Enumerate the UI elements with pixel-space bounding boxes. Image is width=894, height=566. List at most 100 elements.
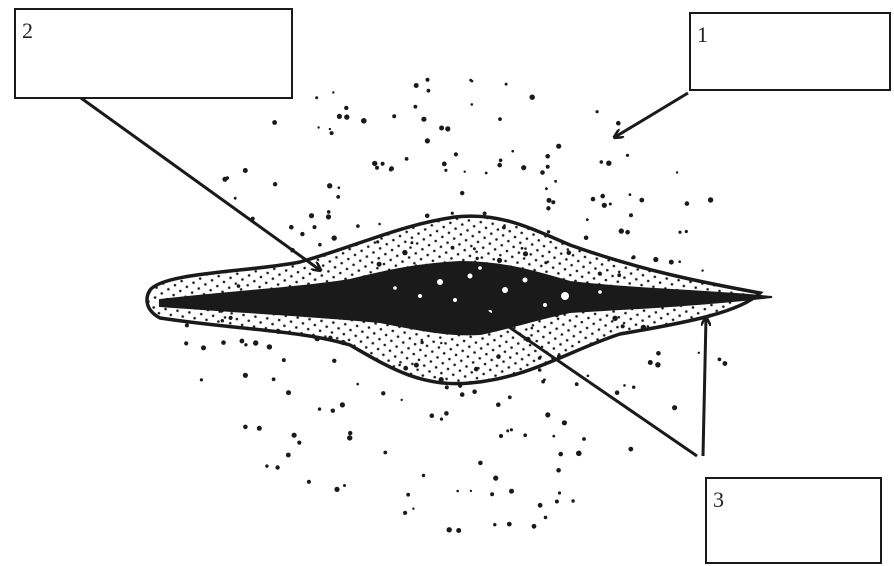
halo-star — [653, 257, 658, 262]
halo-star — [545, 412, 550, 417]
halo-star — [587, 375, 590, 378]
halo-star — [267, 344, 272, 349]
halo-star — [530, 95, 535, 100]
halo-star — [412, 508, 414, 510]
halo-star — [439, 126, 444, 131]
halo-star — [626, 154, 629, 157]
halo-star — [372, 161, 377, 166]
halo-star — [201, 345, 206, 350]
halo-star — [375, 166, 379, 170]
halo-star — [496, 402, 501, 407]
halo-star — [639, 198, 644, 203]
halo-star — [464, 171, 466, 173]
halo-star — [591, 197, 596, 202]
halo-star — [313, 225, 317, 229]
halo-star — [272, 120, 277, 125]
halo-star — [405, 157, 409, 161]
halo-star — [555, 500, 559, 504]
halo-star — [318, 407, 321, 410]
halo-star — [586, 218, 589, 221]
halo-star — [389, 168, 393, 172]
halo-star — [596, 110, 599, 113]
halo-star — [334, 487, 339, 492]
halo-star — [340, 402, 345, 407]
label-box-2[interactable]: 2 — [14, 8, 293, 99]
halo-star — [444, 411, 449, 416]
halo-star — [427, 89, 431, 93]
halo-star — [554, 180, 557, 183]
halo-star — [336, 195, 340, 199]
halo-star — [315, 96, 318, 99]
halo-star — [226, 176, 230, 180]
halo-star — [406, 493, 410, 497]
halo-star — [538, 368, 542, 372]
halo-star — [685, 230, 688, 233]
halo-star — [184, 341, 188, 345]
halo-star — [629, 213, 633, 217]
halo-star — [309, 213, 314, 218]
halo-star — [506, 429, 509, 432]
halo-star — [470, 490, 472, 492]
halo-star — [456, 528, 461, 533]
halo-star — [444, 169, 447, 172]
halo-star — [619, 228, 624, 233]
halo-star — [460, 191, 464, 195]
halo-star — [507, 522, 512, 527]
halo-star — [381, 162, 385, 166]
halo-star — [576, 451, 582, 457]
label-box-1[interactable]: 1 — [689, 12, 891, 91]
halo-star — [425, 214, 430, 219]
halo-star — [575, 382, 579, 386]
halo-star — [698, 352, 700, 354]
halo-star — [272, 377, 276, 381]
halo-star — [347, 435, 352, 440]
halo-star — [562, 420, 567, 425]
halo-star — [286, 453, 291, 458]
halo-star — [300, 232, 304, 236]
halo-star — [629, 193, 632, 196]
halo-star — [545, 187, 548, 190]
halo-star — [234, 197, 237, 200]
halo-star — [286, 390, 291, 395]
halo-star — [509, 489, 514, 494]
halo-star — [442, 162, 447, 167]
label-box-3[interactable]: 3 — [705, 477, 882, 564]
halo-star — [469, 79, 472, 82]
halo-star — [478, 461, 483, 466]
halo-star — [243, 168, 248, 173]
halo-star — [521, 165, 526, 170]
halo-star — [532, 524, 537, 529]
halo-star — [493, 476, 498, 481]
halo-star — [426, 78, 430, 82]
halo-star — [606, 161, 611, 166]
halo-star — [498, 117, 502, 121]
halo-star — [440, 418, 443, 421]
halo-star — [326, 214, 331, 219]
halo-star — [556, 144, 561, 149]
halo-star — [445, 385, 449, 389]
halo-star — [456, 490, 459, 493]
halo-star — [240, 339, 245, 344]
halo-star — [337, 114, 342, 119]
halo-star — [356, 383, 359, 386]
halo-star — [282, 358, 286, 362]
halo-star — [584, 236, 589, 241]
halo-star — [243, 425, 248, 430]
halo-star — [552, 435, 555, 438]
halo-star — [685, 201, 690, 206]
halo-star — [485, 172, 488, 175]
halo-star — [631, 256, 634, 259]
halo-star — [505, 83, 508, 86]
halo-star — [558, 491, 561, 494]
halo-star — [616, 121, 621, 126]
halo-star — [451, 212, 454, 215]
halo-star — [538, 503, 543, 508]
halo-star — [678, 260, 681, 263]
halo-star — [327, 183, 332, 188]
halo-star — [656, 351, 661, 356]
halo-star — [632, 386, 635, 389]
halo-star — [523, 433, 527, 437]
halo-star — [615, 390, 620, 395]
halo-star — [378, 223, 381, 226]
halo-star — [331, 409, 335, 413]
